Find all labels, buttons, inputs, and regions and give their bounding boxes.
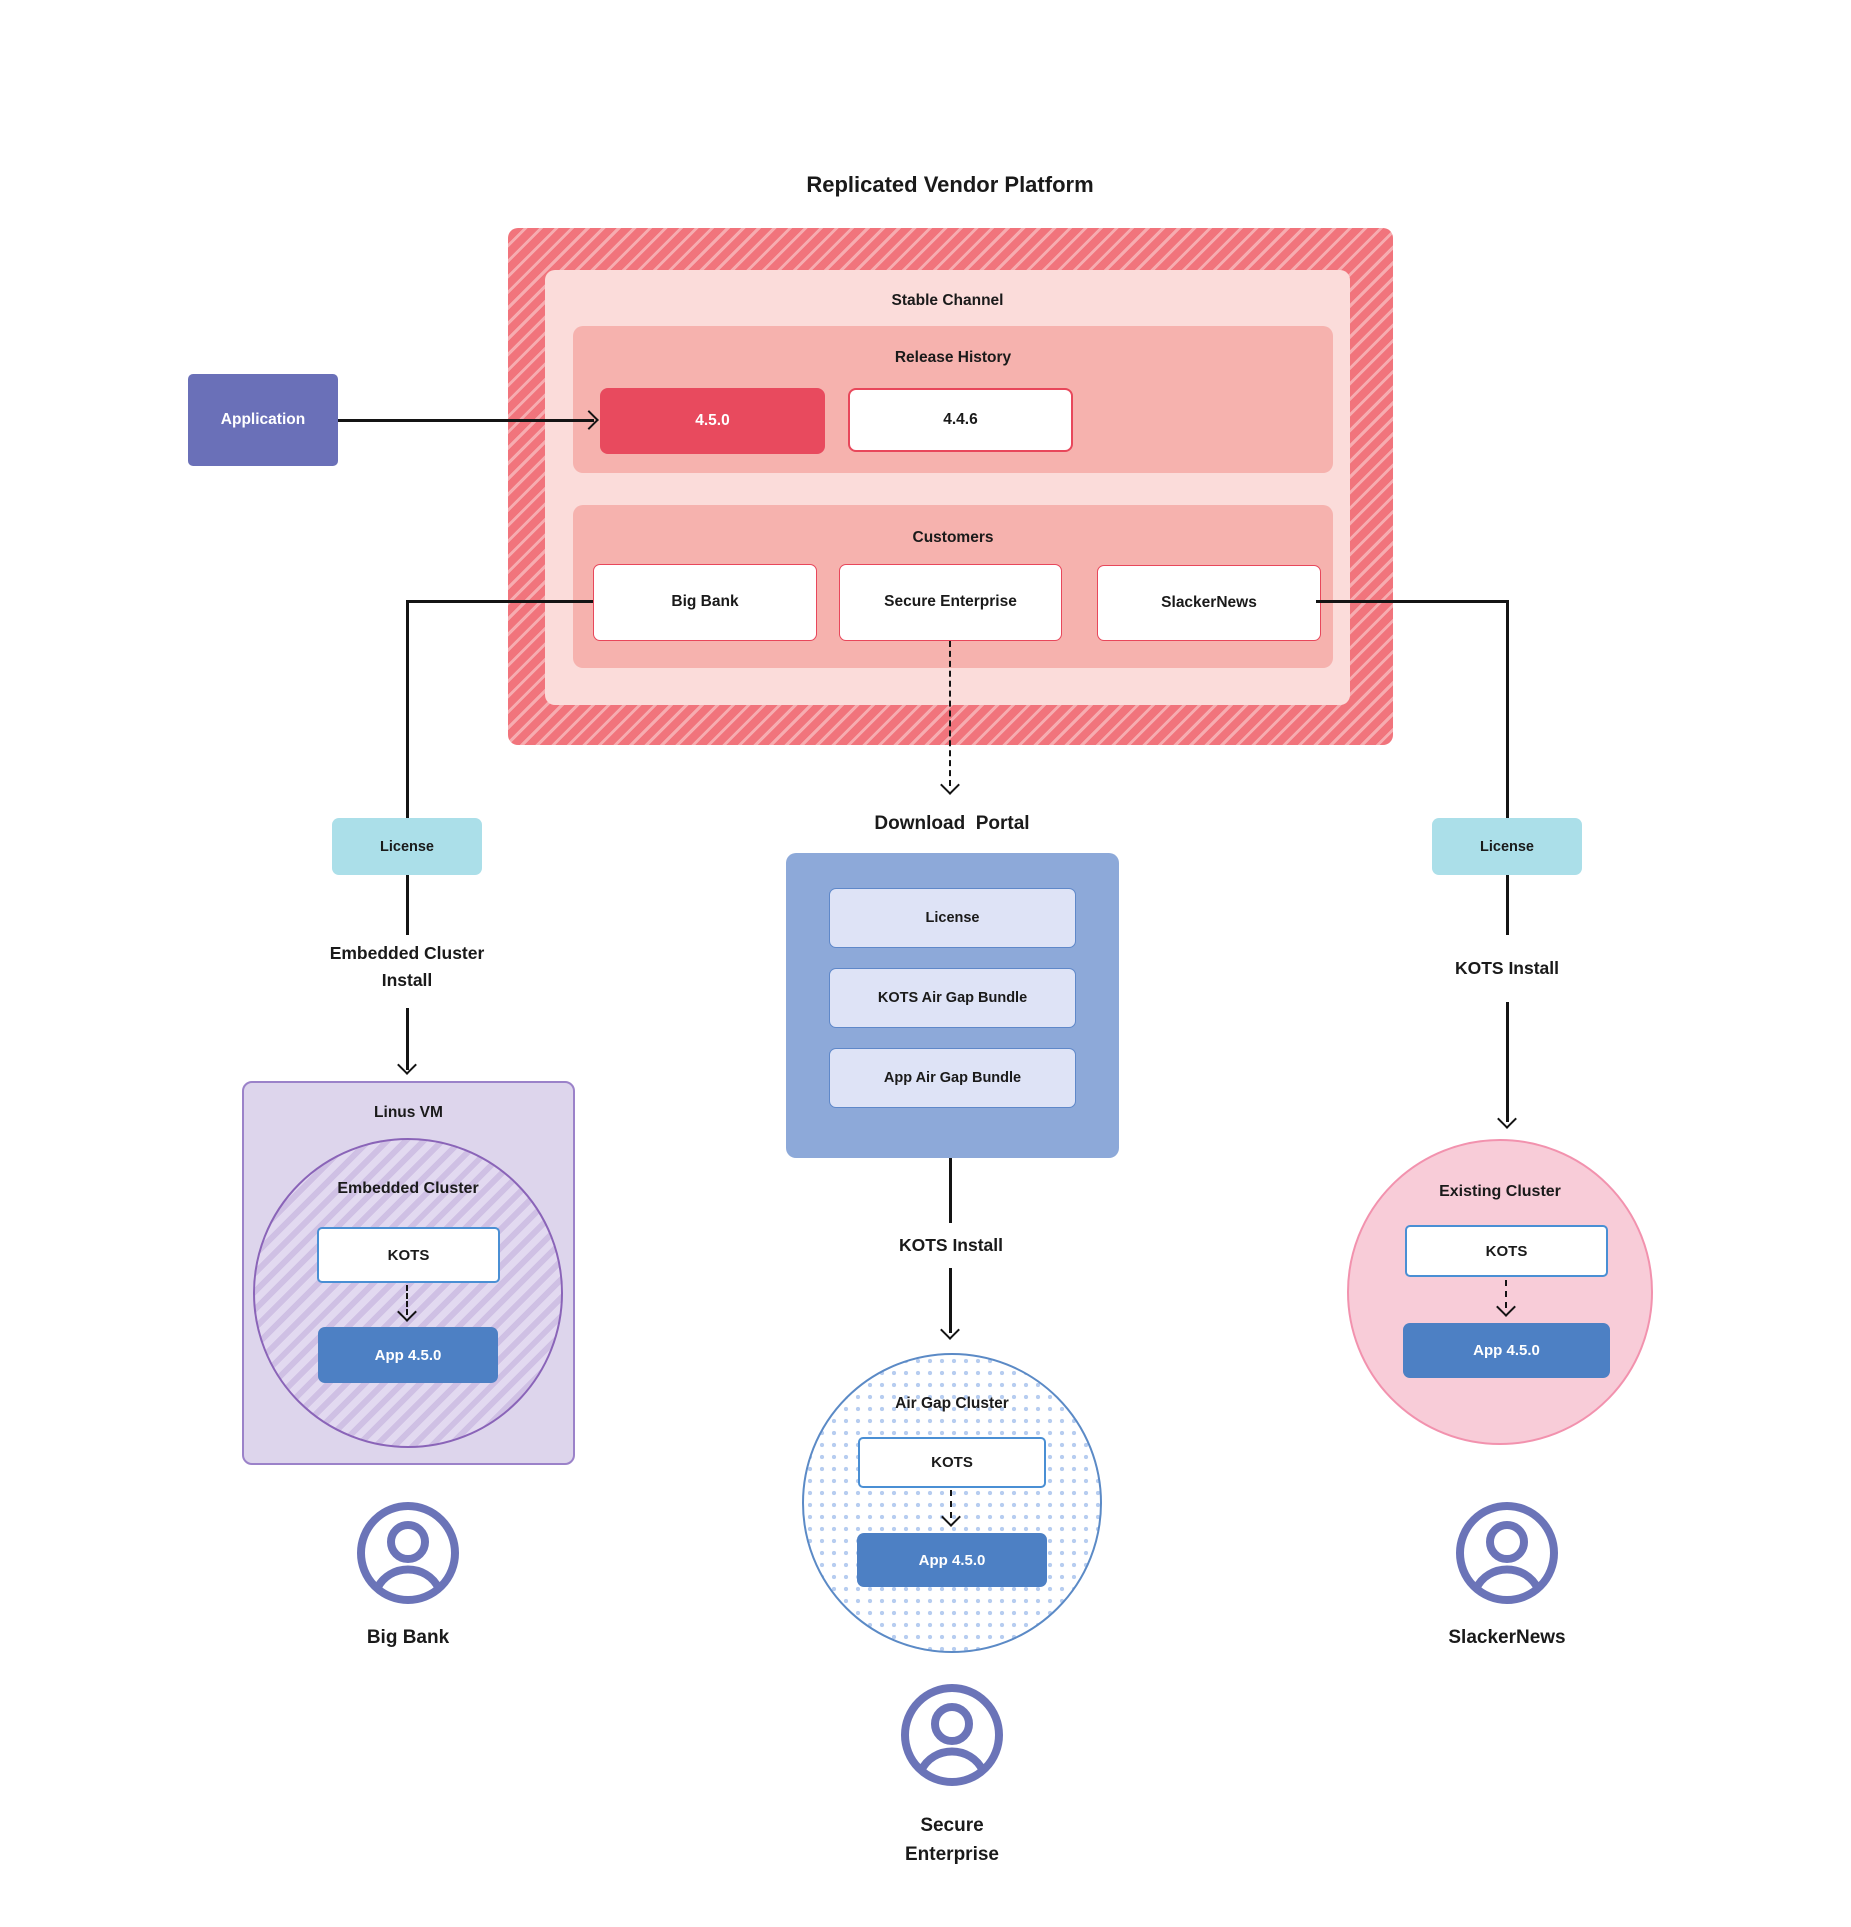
portal-item-license: License — [829, 888, 1076, 948]
slackernews-connector-h — [1316, 600, 1508, 603]
kots-install-label-right: KOTS Install — [1454, 958, 1560, 978]
customers-label: Customers — [912, 529, 994, 546]
persona-label-secure-enterprise: Secure Enterprise — [905, 1815, 999, 1865]
kots-node-right: KOTS — [1405, 1225, 1608, 1277]
persona-label-slackernews: SlackerNews — [1448, 1627, 1566, 1648]
license-badge-right: License — [1432, 818, 1582, 875]
user-icon — [901, 1684, 1003, 1786]
secure-enterprise-dash — [949, 641, 951, 786]
download-portal-label: Download Portal — [874, 813, 1030, 834]
kots-install-arrow-center — [949, 1268, 952, 1333]
embedded-cluster-install-label: Embedded Cluster Install — [329, 943, 485, 991]
portal-kots-line — [949, 1158, 952, 1223]
kots-install-arrow-right — [1506, 1002, 1509, 1122]
embedded-cluster-label: Embedded Cluster — [337, 1180, 479, 1197]
kots-install-label-center: KOTS Install — [898, 1235, 1004, 1255]
persona-label-big-bank: Big Bank — [366, 1627, 450, 1648]
portal-item-app-airgap-bundle: App Air Gap Bundle — [829, 1048, 1076, 1108]
kots-app-dash-right — [1505, 1280, 1507, 1308]
kots-app-dash-left — [406, 1285, 408, 1315]
existing-cluster-label: Existing Cluster — [1439, 1183, 1561, 1200]
customer-big-bank: Big Bank — [593, 564, 817, 641]
kots-install-arrowhead-center-icon — [940, 1320, 960, 1340]
application-node: Application — [188, 374, 338, 466]
bigbank-install-arrowhead-icon — [397, 1055, 417, 1075]
kots-install-arrowhead-right-icon — [1497, 1109, 1517, 1129]
bigbank-connector-v — [406, 600, 409, 935]
air-gap-cluster-circle — [802, 1353, 1102, 1653]
user-icon — [357, 1502, 459, 1604]
customer-secure-enterprise: Secure Enterprise — [839, 564, 1062, 641]
customer-slackernews: SlackerNews — [1097, 565, 1321, 641]
bigbank-install-arrow-line — [406, 1008, 409, 1070]
app-version-node-right: App 4.5.0 — [1403, 1323, 1610, 1378]
download-portal-arrowhead-icon — [940, 775, 960, 795]
license-badge-left: License — [332, 818, 482, 875]
portal-item-kots-airgap-bundle: KOTS Air Gap Bundle — [829, 968, 1076, 1028]
air-gap-cluster-label: Air Gap Cluster — [895, 1395, 1009, 1412]
embedded-cluster-circle — [253, 1138, 563, 1448]
release-4-5-0: 4.5.0 — [600, 388, 825, 454]
application-arrow-line — [338, 419, 594, 422]
stable-channel-label: Stable Channel — [891, 292, 1004, 309]
kots-node-center: KOTS — [858, 1437, 1046, 1488]
existing-cluster-circle — [1347, 1139, 1653, 1445]
release-4-4-6: 4.4.6 — [848, 388, 1073, 452]
diagram-title: Replicated Vendor Platform — [806, 172, 1094, 197]
app-version-node-center: App 4.5.0 — [857, 1533, 1047, 1587]
user-icon — [1456, 1502, 1558, 1604]
slackernews-connector-v — [1506, 600, 1509, 935]
bigbank-connector-h — [406, 600, 593, 603]
release-history-label: Release History — [894, 349, 1012, 366]
linus-vm-label: Linus VM — [374, 1104, 443, 1121]
app-version-node-left: App 4.5.0 — [318, 1327, 498, 1383]
kots-app-dash-center — [950, 1490, 952, 1518]
kots-node-left: KOTS — [317, 1227, 500, 1283]
